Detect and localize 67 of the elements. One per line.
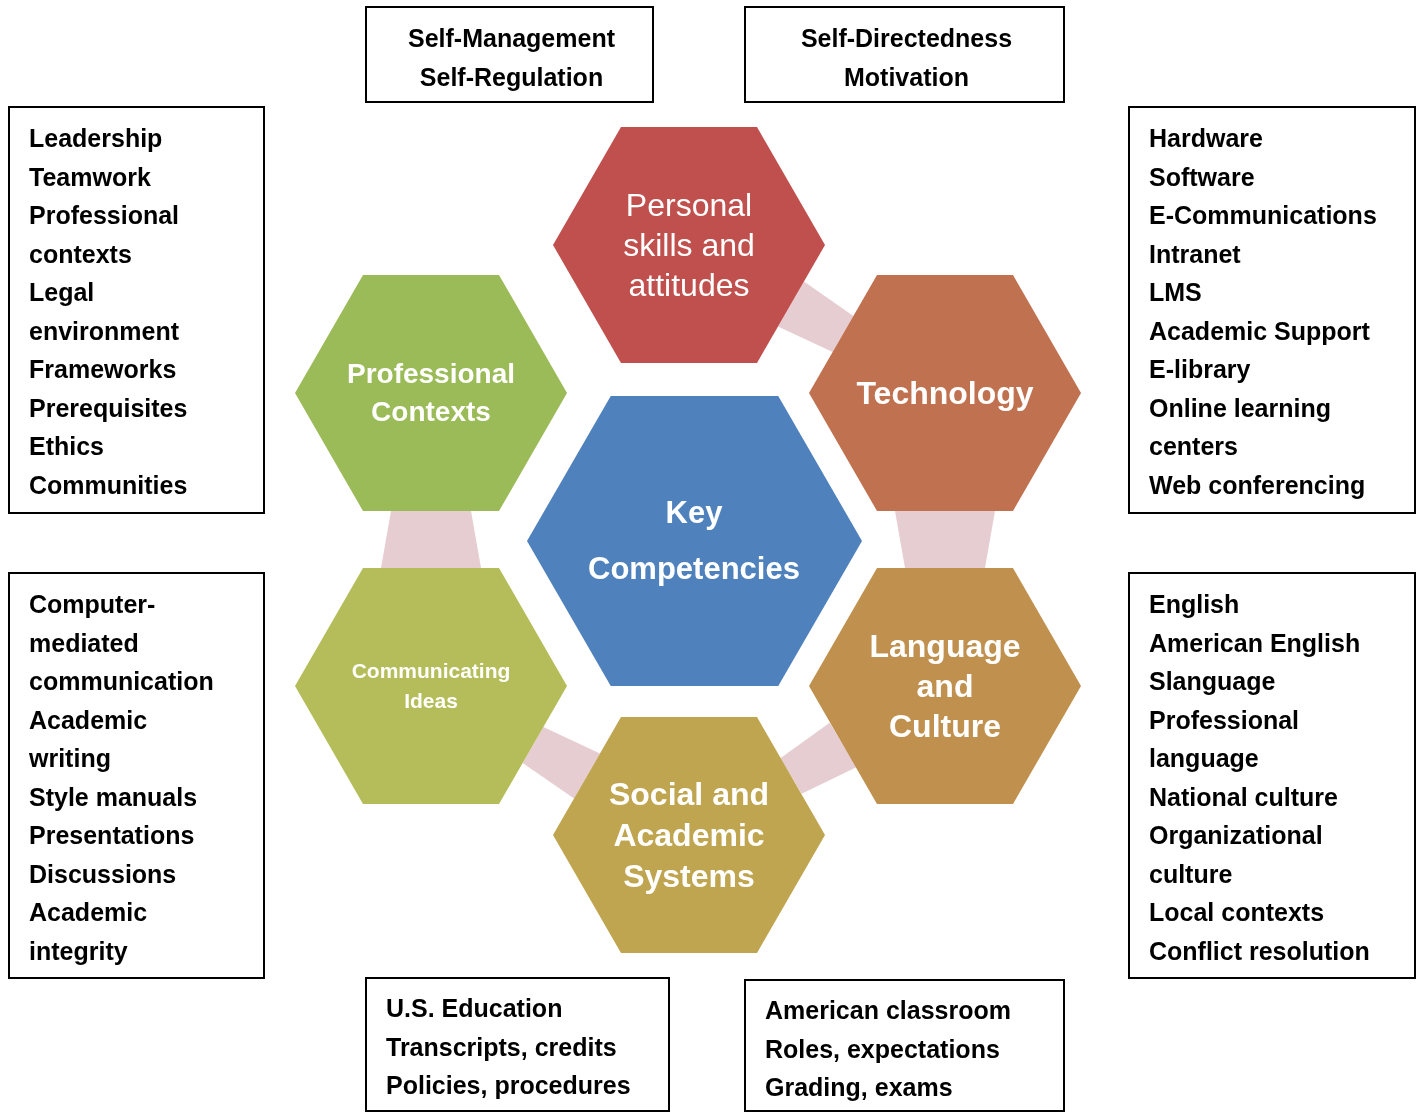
connector-band [381, 511, 481, 568]
hexagon [809, 568, 1081, 804]
hexagon [809, 275, 1081, 511]
text-box [1128, 106, 1416, 514]
list-item: U.S. Education [386, 993, 563, 1024]
list-item: Academic writing [29, 704, 149, 774]
text-box [1128, 572, 1416, 979]
list-item: Online learning centers [1149, 392, 1332, 462]
list-item: Roles, expectations [765, 1033, 1000, 1065]
list-item: Presentations [29, 820, 195, 851]
list-item: Ethics [29, 431, 105, 462]
list-item: Conflict resolution [1149, 935, 1370, 967]
list-item: E-Communications [1149, 200, 1377, 231]
list-item: English [1149, 589, 1240, 620]
list-item: Self-Directedness [800, 23, 1013, 54]
text-box [744, 6, 1065, 103]
list-item: Legal environment [29, 277, 181, 347]
text-box [365, 977, 670, 1112]
list-item: Grading, exams [765, 1072, 953, 1103]
list-item: Frameworks [29, 354, 177, 385]
connector-band [522, 726, 600, 799]
hexagon [553, 127, 825, 363]
list-item: Software [1149, 161, 1255, 193]
text-box [8, 106, 265, 514]
list-item: Hardware [1149, 123, 1263, 154]
list-item: Discussions [29, 858, 177, 890]
hexagon [295, 275, 567, 511]
list-item: Local contexts [1149, 897, 1325, 928]
hexagon [295, 568, 567, 804]
list-item: Leadership [29, 123, 163, 154]
list-item: Professional contexts [29, 200, 181, 270]
connector-band [895, 511, 995, 568]
hexagon-label: Professional Contexts [345, 357, 517, 429]
list-item: Style manuals [29, 781, 198, 813]
list-item: Intranet [1149, 238, 1241, 270]
list-item: Transcripts, credits [386, 1031, 617, 1063]
text-box [365, 6, 654, 103]
hexagon-label: Technology [855, 374, 1035, 413]
list-item: Teamwork [29, 161, 151, 193]
hexagon-label: Personal skills and attitudes [622, 186, 756, 305]
connector-band [780, 722, 857, 794]
hexagon-label: Key Competencies [587, 494, 801, 588]
list-item: Slanguage [1149, 666, 1276, 697]
hexagon-label: Language and Culture [868, 627, 1022, 746]
hexagon-label: Social and Academic Systems [607, 774, 770, 896]
list-item: American English [1149, 627, 1361, 659]
text-box [8, 572, 265, 979]
list-item: Web conferencing [1149, 469, 1366, 501]
list-item: Communities [29, 469, 188, 501]
text-box [744, 979, 1065, 1112]
list-item: Policies, procedures [386, 1070, 631, 1101]
list-item: Professional language [1149, 704, 1301, 774]
list-item: Prerequisites [29, 392, 188, 424]
list-item: Self-Management [408, 23, 615, 54]
connector-band [778, 281, 854, 352]
list-item: Self-Regulation [419, 61, 604, 93]
list-item: Organizational culture [1149, 820, 1324, 890]
hexagon-label: Communicating Ideas [350, 658, 512, 714]
list-item: Computer-mediated communication [29, 589, 215, 697]
list-item: LMS [1149, 277, 1202, 308]
list-item: Motivation [844, 61, 969, 93]
list-item: Academic integrity [29, 897, 149, 967]
list-item: E-library [1149, 354, 1251, 385]
list-item: American classroom [765, 995, 1011, 1026]
hexagon [553, 717, 825, 953]
list-item: Academic Support [1149, 315, 1370, 347]
list-item: National culture [1149, 781, 1338, 813]
